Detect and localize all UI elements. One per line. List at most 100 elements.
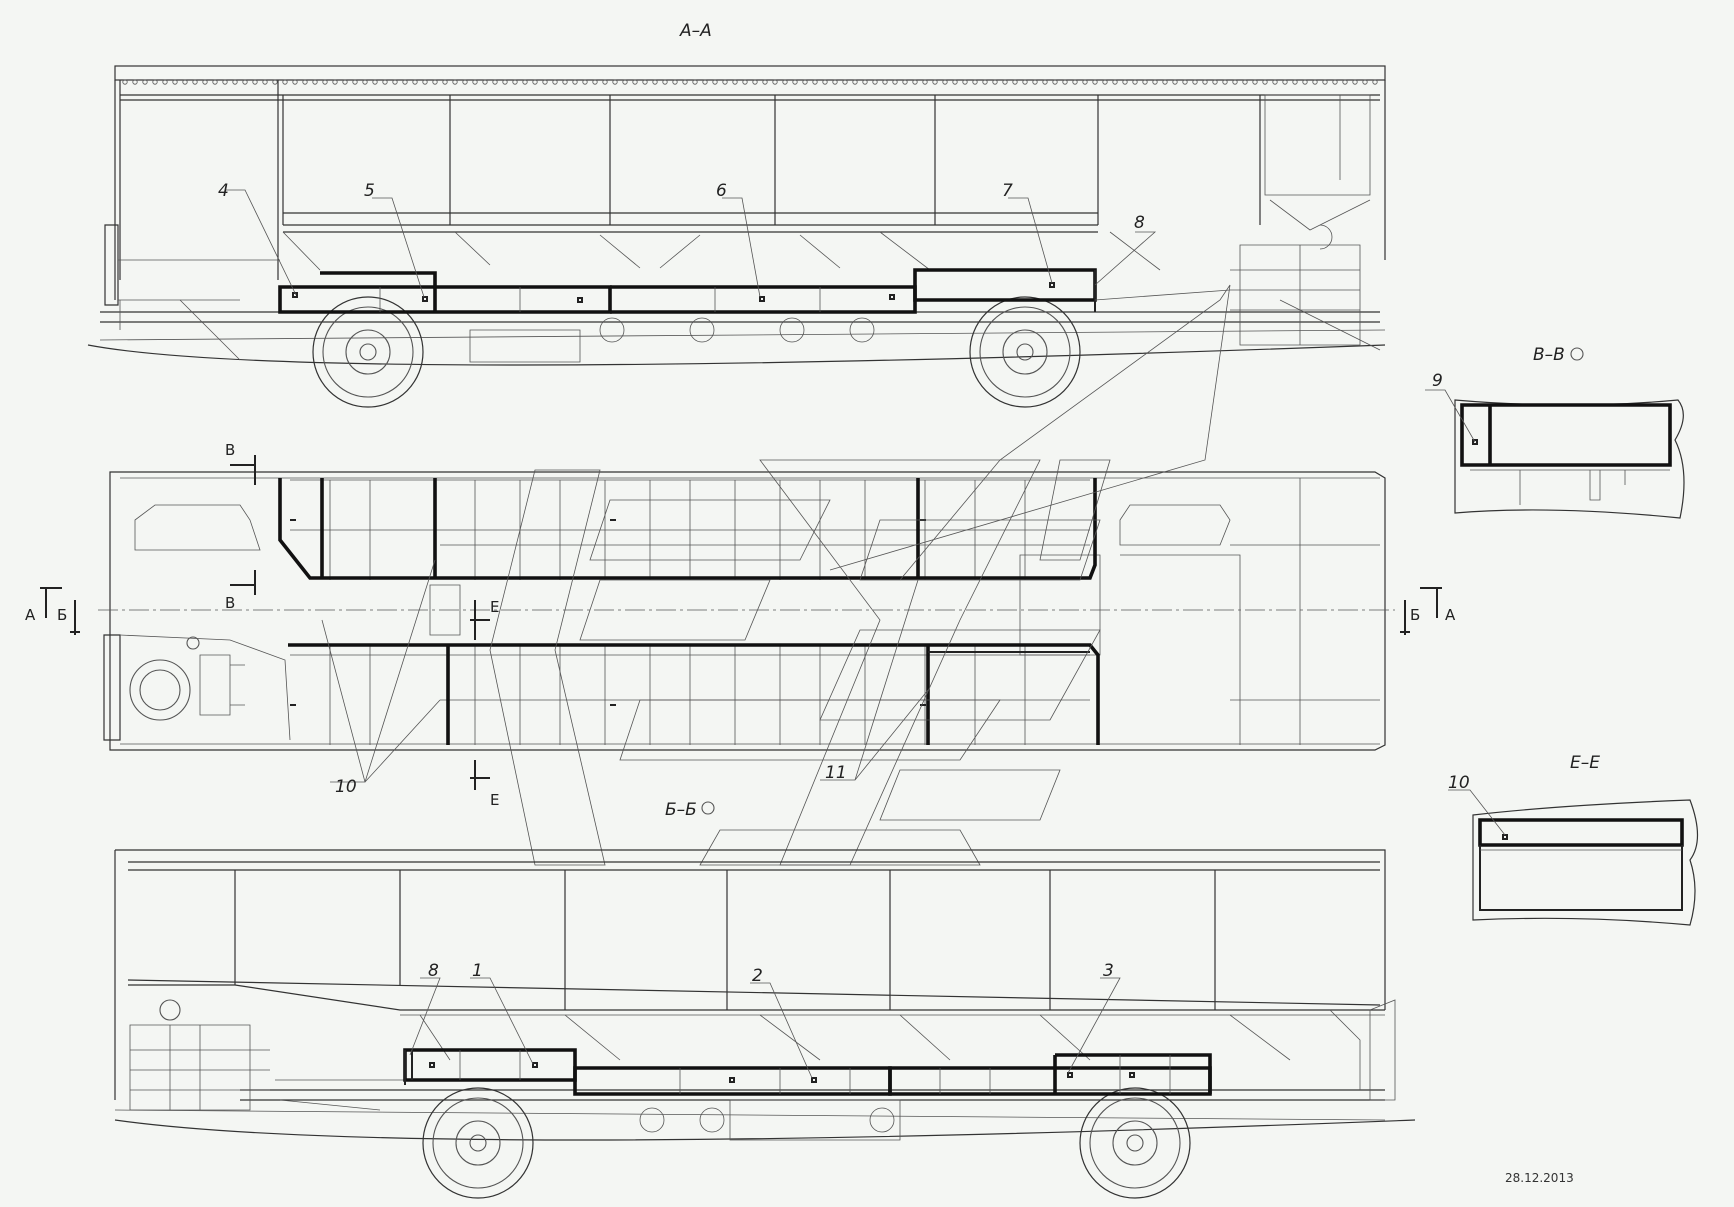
- rivet: [1222, 79, 1228, 85]
- rivet: [312, 79, 318, 85]
- rivet: [1022, 79, 1028, 85]
- rivet: [1172, 79, 1178, 85]
- rivet: [842, 79, 848, 85]
- rivet: [1192, 79, 1198, 85]
- callout-8-top: 8: [1134, 213, 1145, 233]
- rivet: [262, 79, 268, 85]
- rivet: [562, 79, 568, 85]
- rivet: [982, 79, 988, 85]
- callout-9: 9: [1432, 371, 1443, 391]
- rivet: [282, 79, 288, 85]
- rivet: [522, 79, 528, 85]
- rivet: [1182, 79, 1188, 85]
- rivet: [502, 79, 508, 85]
- rivet: [402, 79, 408, 85]
- rivet: [142, 79, 148, 85]
- rivet: [1052, 79, 1058, 85]
- rivet: [572, 79, 578, 85]
- rivet: [852, 79, 858, 85]
- rivet: [592, 79, 598, 85]
- callout-11: 11: [825, 763, 847, 783]
- rivet: [792, 79, 798, 85]
- rivet: [942, 79, 948, 85]
- rivet: [442, 79, 448, 85]
- rivet: [1352, 79, 1358, 85]
- side-view-top: А–А: [87, 21, 1386, 408]
- section-mark-a-left: А: [25, 606, 36, 624]
- callout-6: 6: [716, 181, 727, 201]
- rivet: [762, 79, 768, 85]
- rivet: [1212, 79, 1218, 85]
- rivet: [162, 79, 168, 85]
- rivet: [832, 79, 838, 85]
- rivet: [952, 79, 958, 85]
- rivet: [1202, 79, 1208, 85]
- rivet: [1162, 79, 1168, 85]
- side-view-bottom: Б–Б: [114, 800, 1416, 1199]
- rivet: [462, 79, 468, 85]
- rivet: [1152, 79, 1158, 85]
- rivet: [512, 79, 518, 85]
- rivet: [1272, 79, 1278, 85]
- rivet: [362, 79, 368, 85]
- rivet: [132, 79, 138, 85]
- rivet: [542, 79, 548, 85]
- section-mark-e-bottom: Е: [490, 791, 499, 809]
- rivet: [212, 79, 218, 85]
- rivet: [1232, 79, 1238, 85]
- rivet: [992, 79, 998, 85]
- rivet: [582, 79, 588, 85]
- rivet: [252, 79, 258, 85]
- rivet: [1362, 79, 1368, 85]
- rivet: [152, 79, 158, 85]
- rivet: [392, 79, 398, 85]
- rivet: [772, 79, 778, 85]
- rivet: [532, 79, 538, 85]
- callout-8-bottom: 8: [428, 961, 439, 981]
- section-mark-b-right: Б: [1410, 606, 1420, 624]
- rivet: [962, 79, 968, 85]
- detail-e-e: Е–Е 10: [1448, 753, 1699, 926]
- detail-label-v-v: В–В: [1533, 345, 1565, 365]
- rivet: [412, 79, 418, 85]
- callout-3: 3: [1103, 961, 1114, 981]
- rivet: [812, 79, 818, 85]
- section-mark-b-left: Б: [57, 606, 67, 624]
- rivet: [292, 79, 298, 85]
- rivet: [382, 79, 388, 85]
- rear-wheel-top: [969, 296, 1081, 408]
- detail-label-e-e: Е–Е: [1570, 753, 1600, 773]
- rivet: [1322, 79, 1328, 85]
- rivet: [1332, 79, 1338, 85]
- drawing-date: 28.12.2013: [1505, 1171, 1574, 1185]
- rivet: [222, 79, 228, 85]
- plan-view: В В Е Е А Б Б А 10 11: [25, 441, 1456, 809]
- rivet: [1262, 79, 1268, 85]
- callout-2: 2: [752, 966, 763, 986]
- rivet: [1302, 79, 1308, 85]
- rivet: [432, 79, 438, 85]
- rivet: [1042, 79, 1048, 85]
- rivet: [602, 79, 608, 85]
- rivet: [972, 79, 978, 85]
- rivet: [862, 79, 868, 85]
- rivet: [192, 79, 198, 85]
- rivet: [882, 79, 888, 85]
- rivet: [272, 79, 278, 85]
- rivet: [632, 79, 638, 85]
- rivet: [1102, 79, 1108, 85]
- callout-10-plan: 10: [335, 777, 357, 797]
- rivet: [172, 79, 178, 85]
- rivet: [1112, 79, 1118, 85]
- rivet: [492, 79, 498, 85]
- detail-v-v: В–В 9: [1425, 345, 1685, 519]
- rivet: [1282, 79, 1288, 85]
- rivet: [782, 79, 788, 85]
- rivet: [1242, 79, 1248, 85]
- rivet: [742, 79, 748, 85]
- rear-wheel-bottom: [422, 1087, 534, 1199]
- rivet: [342, 79, 348, 85]
- front-wheel-top: [312, 296, 424, 408]
- rivet: [912, 79, 918, 85]
- rivet: [472, 79, 478, 85]
